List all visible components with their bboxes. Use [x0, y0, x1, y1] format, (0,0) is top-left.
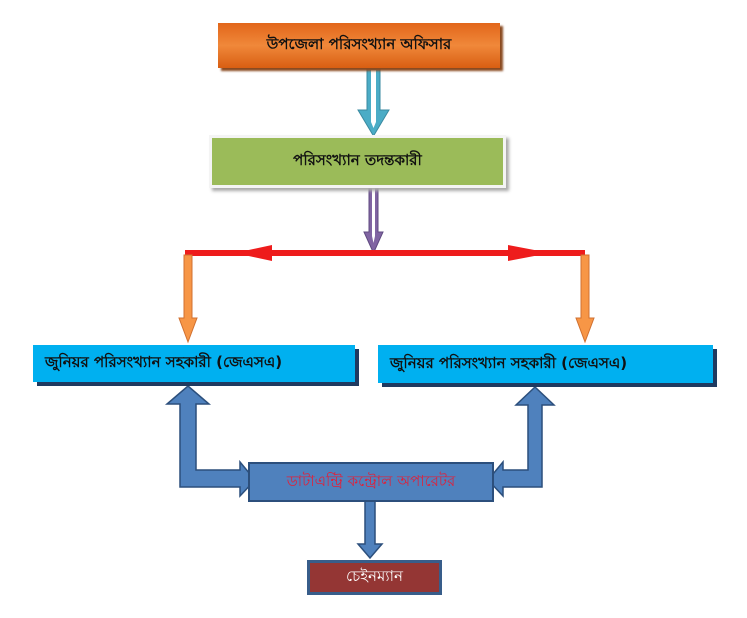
- arrow-officer-to-inspector: [357, 67, 390, 137]
- node-label: জুনিয়র পরিসংখ্যান সহকারী (জেএসএ): [390, 353, 628, 372]
- arrow-to-jsa-left: [178, 254, 198, 344]
- node-label: জুনিয়র পরিসংখ্যান সহকারী (জেএসএ): [45, 353, 283, 371]
- node-junior-statistical-assistant-right: জুনিয়র পরিসংখ্যান সহকারী (জেএসএ): [378, 345, 713, 383]
- node-upazila-statistics-officer: উপজেলা পরিসংখ্যান অফিসার: [218, 23, 500, 68]
- node-label: উপজেলা পরিসংখ্যান অফিসার: [266, 35, 452, 53]
- arrow-jsa-left-deo: [164, 385, 257, 498]
- arrow-deo-to-chainman: [356, 497, 384, 560]
- node-label: ডাটাএন্ট্রি কন্ট্রোল অপারেটর: [286, 471, 456, 490]
- arrow-to-jsa-right: [575, 254, 595, 344]
- node-statistical-investigator: পরিসংখ্যান তদন্তকারী: [209, 135, 506, 188]
- node-chainman: চেইনম্যান: [307, 560, 442, 595]
- node-data-entry-control-operator: ডাটাএন্ট্রি কন্ট্রোল অপারেটর: [248, 462, 494, 502]
- arrow-jsa-right-deo: [486, 385, 556, 498]
- node-junior-statistical-assistant-left: জুনিয়র পরিসংখ্যান সহকারী (জেএসএ): [33, 345, 355, 382]
- arrow-split-horizontal: [185, 245, 585, 261]
- node-label: পরিসংখ্যান তদন্তকারী: [293, 151, 422, 169]
- arrow-inspector-down: [363, 181, 384, 255]
- node-label: চেইনম্যান: [346, 567, 403, 585]
